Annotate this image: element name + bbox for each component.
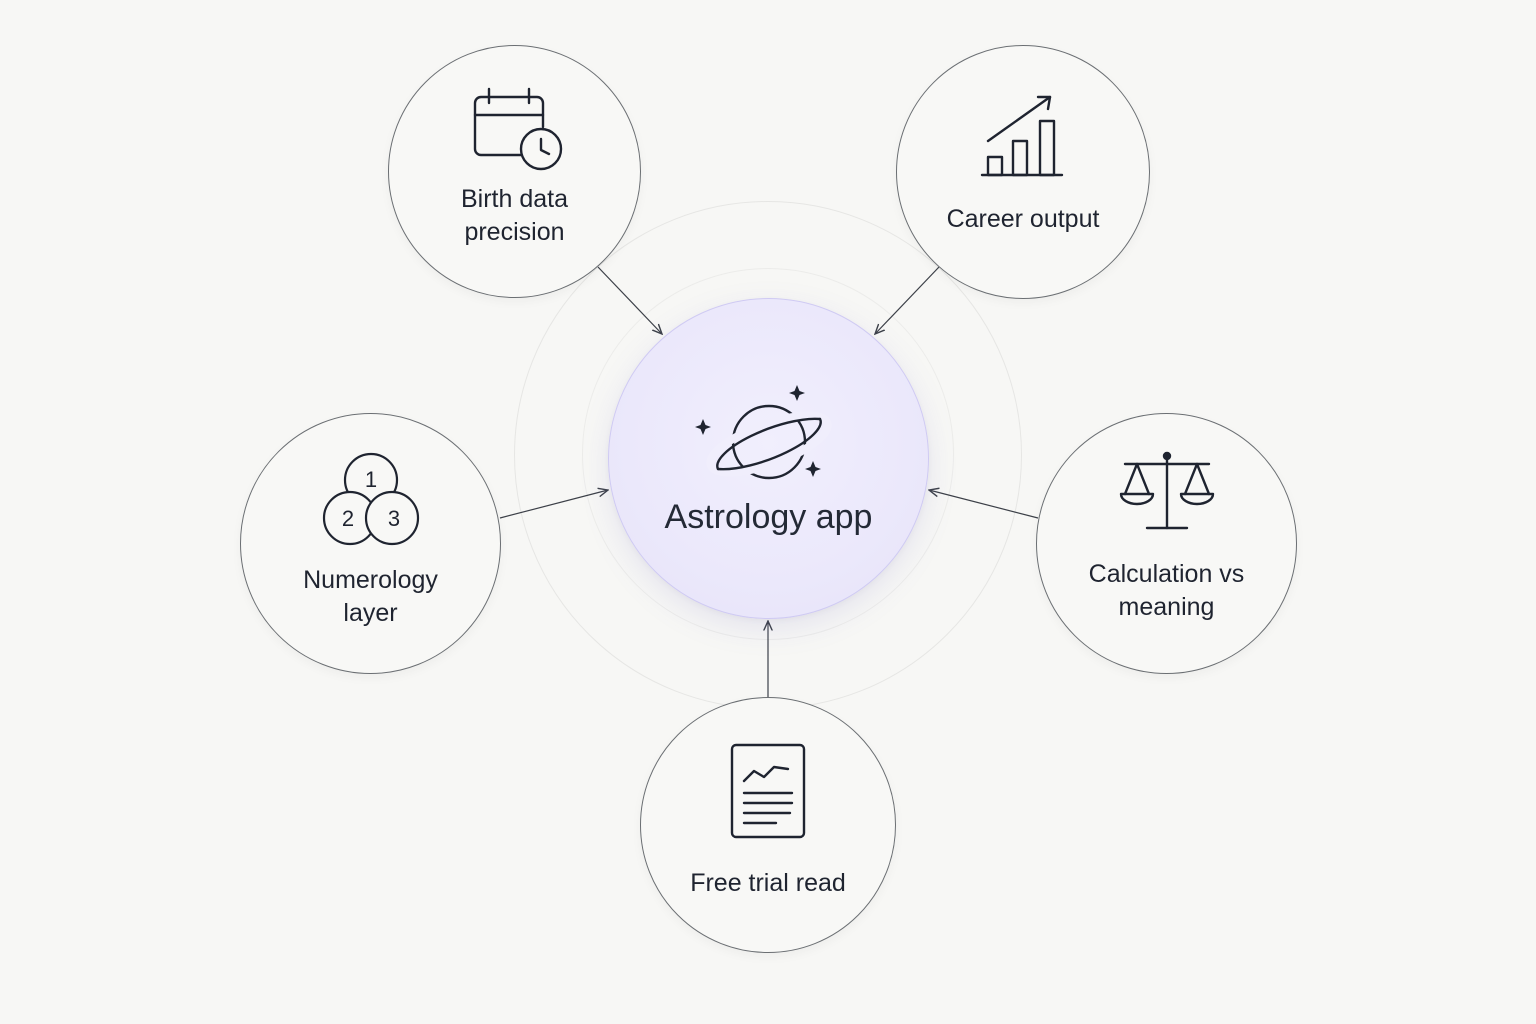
calendar-clock-icon [473,87,562,170]
arrow-career-to-center [875,266,940,334]
numerology-digit-3: 3 [387,506,399,531]
planet-icon [694,384,832,479]
numbered-circles-icon: 1 2 3 [322,452,419,545]
center-title: Astrology app [664,497,873,536]
arrow-birth-to-center [597,266,662,334]
numerology-digit-1: 1 [364,467,376,492]
report-document-icon [730,743,806,838]
arrow-calculation-to-center [929,490,1039,519]
node-career-output: Career output [896,45,1150,299]
balance-scale-icon [1119,451,1214,529]
node-label: Birth data precision [460,184,568,246]
node-calculation-vs-meaning: Calculation vs meaning [1036,413,1297,674]
node-label: Career output [946,204,1100,233]
node-label: Free trial read [690,868,846,897]
node-free-trial-read: Free trial read [640,697,896,953]
node-numerology-layer: 1 2 3 Numerology layer [240,413,501,674]
bar-chart-growth-icon [980,95,1064,176]
node-birth-data-precision: Birth data precision [388,45,641,298]
center-node: Astrology app [608,298,929,619]
node-label: Calculation vs meaning [1088,559,1245,621]
node-label: Numerology layer [303,565,438,627]
arrow-numerology-to-center [499,490,608,519]
numerology-digit-2: 2 [341,506,353,531]
